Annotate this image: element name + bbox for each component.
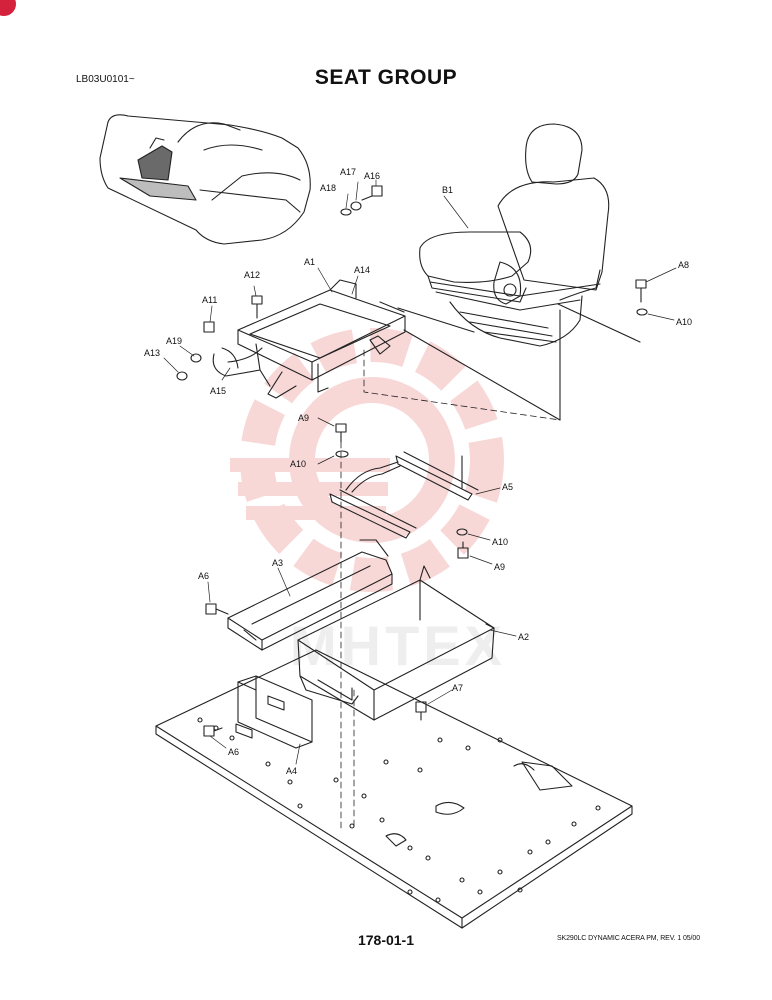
washer-a10-lower bbox=[456, 528, 468, 536]
callout-a6-lower: A6 bbox=[228, 747, 239, 757]
callout-a3: A3 bbox=[272, 558, 283, 568]
callout-a12: A12 bbox=[244, 270, 260, 280]
callout-a10-top: A10 bbox=[676, 317, 692, 327]
fastener-a6-lower bbox=[203, 725, 223, 737]
leader-lines bbox=[163, 179, 677, 765]
washer-a10-middle bbox=[335, 450, 349, 458]
callout-a8: A8 bbox=[678, 260, 689, 270]
callout-b1: B1 bbox=[442, 185, 453, 195]
fastener-a6-upper bbox=[205, 603, 229, 615]
watermark-gear-logo bbox=[230, 328, 504, 592]
seat-rail-a3 bbox=[227, 539, 393, 651]
cover-plate-a4 bbox=[235, 675, 313, 749]
callout-a16: A16 bbox=[364, 171, 380, 181]
callout-a7: A7 bbox=[452, 683, 463, 693]
fastener-a12 bbox=[251, 295, 263, 319]
fastener-a16 bbox=[361, 185, 383, 201]
callout-a13: A13 bbox=[144, 348, 160, 358]
document-reference: SK290LC DYNAMIC ACERA PM, REV. 1 05/00 bbox=[556, 935, 700, 942]
callout-a1: A1 bbox=[304, 257, 315, 267]
callout-a15: A15 bbox=[210, 386, 226, 396]
assembly-centre-lines bbox=[340, 349, 561, 831]
floor-plate bbox=[155, 649, 633, 929]
callout-a14: A14 bbox=[354, 265, 370, 275]
callout-a9-top: A9 bbox=[298, 413, 309, 423]
serial-range: LB03U0101~ bbox=[76, 74, 135, 85]
fastener-a8 bbox=[635, 279, 647, 303]
corner-badge bbox=[0, 0, 16, 16]
fastener-a9-top bbox=[335, 423, 347, 443]
callout-a17: A17 bbox=[340, 167, 356, 177]
page-number: 178-01-1 bbox=[357, 932, 415, 948]
machine-location-inset bbox=[99, 114, 311, 245]
callout-a18: A18 bbox=[320, 183, 336, 193]
washer-a19 bbox=[190, 353, 202, 363]
callout-a9-lower: A9 bbox=[494, 562, 505, 572]
seat-slide-rails-a5 bbox=[329, 451, 479, 539]
washer-a17 bbox=[350, 201, 362, 211]
page-title: SEAT GROUP bbox=[314, 66, 458, 89]
fastener-a7 bbox=[415, 701, 427, 721]
washer-a10-top bbox=[636, 308, 648, 316]
seat-mount-plate-a1 bbox=[203, 279, 406, 399]
callout-a10-lower: A10 bbox=[492, 537, 508, 547]
callout-a6-upper: A6 bbox=[198, 571, 209, 581]
operator-seat-b1 bbox=[397, 123, 641, 421]
watermark-text: MHTEX bbox=[290, 614, 506, 677]
washer-a13 bbox=[176, 371, 188, 381]
callout-a4: A4 bbox=[286, 766, 297, 776]
washer-a18 bbox=[340, 208, 352, 216]
callout-a5: A5 bbox=[502, 482, 513, 492]
callout-a2: A2 bbox=[518, 632, 529, 642]
callout-a10-middle: A10 bbox=[290, 459, 306, 469]
fastener-a9-lower bbox=[457, 541, 469, 559]
callout-a19: A19 bbox=[166, 336, 182, 346]
callout-a11: A11 bbox=[202, 295, 217, 305]
